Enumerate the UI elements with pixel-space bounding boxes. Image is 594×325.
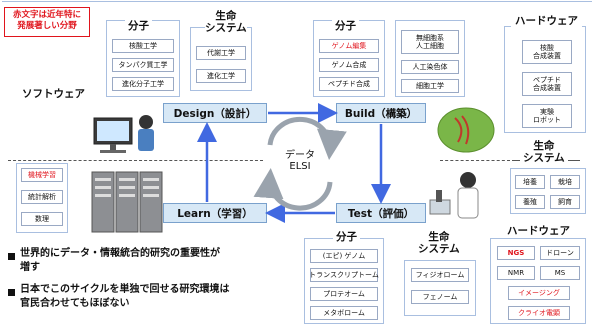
life-right-item: 飼育 [550,195,580,209]
test-molecule-item: (エピ) ゲノム [310,249,378,263]
design-molecule-item: 進化分子工学 [112,77,174,91]
stage-build: Build（構築） [336,103,426,123]
test-molecule-item: トランスクリプトーム [309,268,379,282]
build-molecule-item: ペプチド合成 [319,77,379,91]
hardware-top-item: 実験 ロボット [522,104,572,128]
hardware-bottom-item: ドローン [540,246,580,260]
test-molecule-title: 分子 [333,231,360,244]
life-right-item: 栽培 [550,175,580,189]
test-molecule-item: メタボローム [310,306,378,320]
design-life-title: 生命 システム [205,10,247,35]
center-cycle-arc [267,116,347,160]
outer-frame-line [2,1,592,2]
life-right-item: 培養 [515,175,545,189]
test-life-title: 生命 システム [418,231,460,256]
software-item: 数理 [21,212,63,226]
design-life-item: 進化工学 [196,69,246,83]
build-life-item: 細胞工学 [401,79,459,93]
legend-note: 赤文字は近年特に 発展著しい分野 [4,7,90,37]
hardware-top-item: 核酸 合成装置 [522,40,572,64]
computer-illustration [93,115,154,153]
life-right-item: 養殖 [515,195,545,209]
hardware-bottom-title: ハードウェア [503,225,574,238]
life-right-dash [512,160,520,161]
stage-learn: Learn（学習） [163,203,267,223]
scientist-illustration [429,172,479,219]
center-cycle-arc [253,168,333,211]
life-right-dash [568,160,580,161]
hardware-bottom-item: クライオ電顕 [508,306,570,320]
bullet-text: 日本でこのサイクルを単独で回せる研究環境は 官民合わせてもほぼない [20,284,230,309]
test-life-item: フィジオローム [411,268,469,282]
divider-right [440,160,510,161]
build-molecule-title: 分子 [332,20,359,33]
design-molecule-title: 分子 [125,20,152,33]
hardware-bottom-item: MS [540,266,580,280]
life-right-title: 生命 システム [523,140,565,165]
design-molecule-item: タンパク質工学 [112,58,174,72]
design-life-item: 代謝工学 [196,46,246,60]
test-life-item: フェノーム [411,290,469,304]
build-life-item: 人工染色体 [401,60,459,74]
hardware-bottom-item: イメージング [508,286,570,300]
software-item: 機械学習 [21,168,63,182]
build-molecule-item: ゲノム合成 [319,58,379,72]
bullet-text: 世界的にデータ・情報統合的研究の重要性が 増す [20,248,220,273]
petri-dish-illustration [437,107,495,153]
build-life-item: 無細胞系 人工細胞 [401,30,459,54]
software-item: 統計解析 [21,190,63,204]
hardware-top-item: ペプチド 合成装置 [522,72,572,96]
center-data-label: データ [285,150,315,161]
design-molecule-item: 核酸工学 [112,39,174,53]
divider-left [8,160,263,161]
hardware-top-title: ハードウェア [511,15,582,28]
hardware-bottom-item: NGS [497,246,535,260]
software-title: ソフトウェア [22,88,85,100]
center-elsi-label: ELSI [289,161,311,172]
server-illustration [91,171,163,233]
build-molecule-item: ゲノム編集 [319,39,379,53]
hardware-bottom-item: NMR [497,266,535,280]
bullet-marker [8,253,15,260]
bullet-marker [8,289,15,296]
test-molecule-item: プロテオーム [310,287,378,301]
